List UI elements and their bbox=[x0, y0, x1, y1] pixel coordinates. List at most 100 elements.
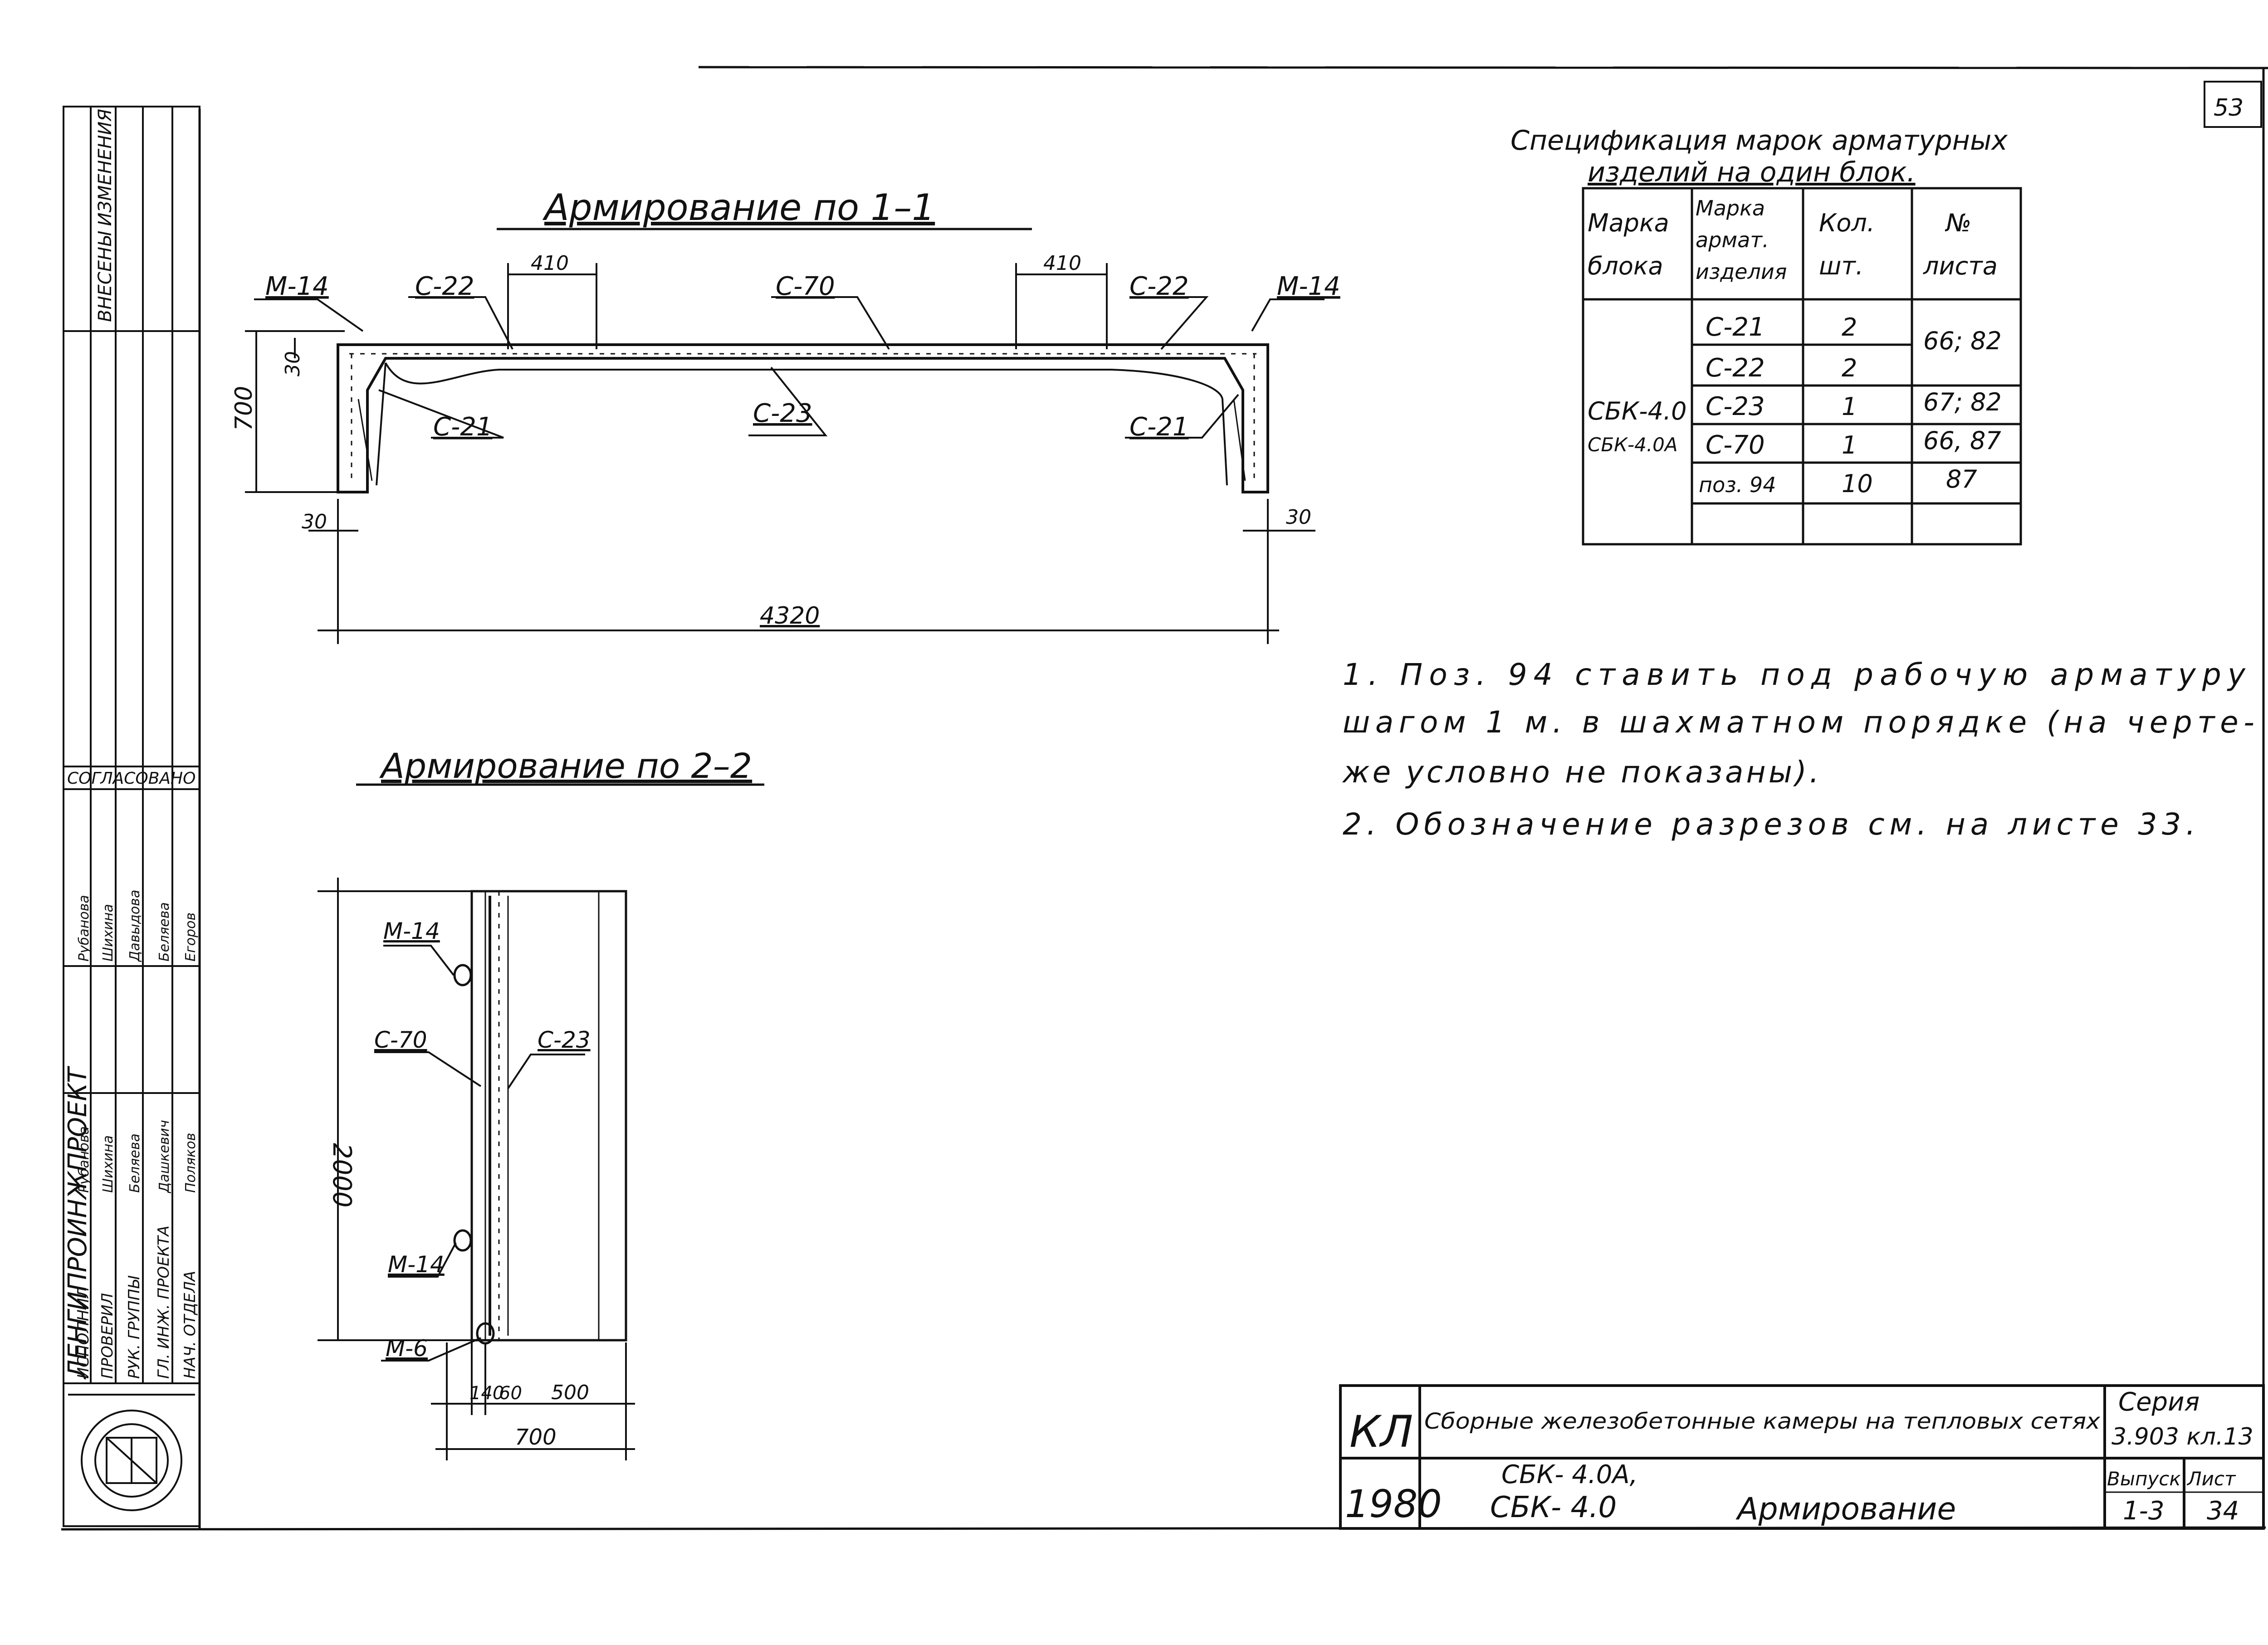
dim-700: 700 bbox=[230, 386, 258, 431]
stamp bbox=[1339, 1384, 2265, 1530]
spec-header-text: № bbox=[1945, 209, 1971, 237]
label-c22-left: С-22 bbox=[415, 272, 474, 301]
side-role: РУК. ГРУППЫ bbox=[125, 1275, 143, 1379]
dim-30-top: 30 bbox=[281, 351, 304, 376]
stamp-sheet-label: Лист bbox=[2186, 1468, 2236, 1490]
side-name: Беляева bbox=[127, 1133, 143, 1193]
dim-140: 140 bbox=[469, 1383, 504, 1404]
dim-30-bottom-right: 30 bbox=[1286, 506, 1311, 529]
spec-header-text: шт. bbox=[1819, 252, 1863, 280]
spec-row-item: С-21 bbox=[1706, 312, 1765, 342]
page-number: 53 bbox=[2214, 94, 2244, 122]
side-approve-names: Егоров Беляева Давыдова Шихина Рубанова bbox=[76, 890, 199, 962]
spec-title-1: Спецификация марок арматурных bbox=[1510, 125, 2008, 156]
label-c21-left: С-21 bbox=[433, 412, 493, 442]
dim-2000: 2000 bbox=[327, 1143, 357, 1208]
dim-500: 500 bbox=[551, 1381, 589, 1404]
note-line-4: 2. Обозначение разрезов см. на листе 33. bbox=[1343, 807, 2195, 842]
dim-410-right: 410 bbox=[1043, 252, 1081, 275]
side-approve-name: Беляева bbox=[156, 902, 172, 962]
label-c70-2: С-70 bbox=[374, 1027, 427, 1053]
spec-headers: МаркаблокаМаркаармат.изделияКол.шт.№лист… bbox=[1588, 196, 1998, 284]
stamp-sheet-title: Армирование bbox=[1735, 1491, 1956, 1527]
label-m6: М-6 bbox=[386, 1335, 428, 1362]
dim-700-2: 700 bbox=[515, 1425, 557, 1450]
spec-sheet-1: 66; 82 bbox=[1923, 327, 2002, 355]
side-title-block bbox=[63, 106, 200, 1527]
side-name: Поляков bbox=[183, 1133, 199, 1193]
spec-row-item: С-70 bbox=[1706, 430, 1765, 460]
stamp-series-label: Серия bbox=[2118, 1387, 2200, 1417]
spec-header-text: листа bbox=[1923, 252, 1998, 280]
spec-row-item: поз. 94 bbox=[1699, 473, 1776, 497]
drawing2-title: Армирование по 2–2 bbox=[379, 746, 752, 786]
side-name: Рубанова bbox=[76, 1126, 92, 1193]
spec-row-qty: 2 bbox=[1842, 313, 1857, 342]
spec-block-marks: СБК-4.0 СБК-4.0А bbox=[1588, 397, 1686, 456]
spec-sheet-2: 67; 82 bbox=[1923, 388, 2002, 416]
note-line-3: же условно не показаны). bbox=[1342, 755, 1819, 790]
drawing1-title: Армирование по 1–1 bbox=[542, 186, 935, 229]
drawing2-wall bbox=[453, 890, 627, 1345]
drawing2-labels: М-14 С-70 С-23 М-14 М-6 2000 140 60 500 … bbox=[327, 918, 591, 1450]
label-m14-left: М-14 bbox=[265, 272, 329, 301]
spec-header-text: армат. bbox=[1696, 228, 1769, 252]
side-approve-name: Егоров bbox=[183, 913, 199, 962]
spec-row-item: С-22 bbox=[1706, 353, 1765, 383]
spec-row-qty: 1 bbox=[1842, 392, 1857, 421]
stamp-marks-line2: СБК- 4.0 bbox=[1490, 1491, 1617, 1524]
spec-sheet-4: 87 bbox=[1946, 465, 1977, 493]
stamp-sheet-value: 34 bbox=[2207, 1496, 2239, 1526]
drawing1-labels: М-14 М-14 С-22 С-22 С-70 С-23 С-21 С-21 … bbox=[230, 252, 1340, 630]
spec-header-text: Марка bbox=[1696, 196, 1765, 220]
side-changes: ВНЕСЕНЫ ИЗМЕНЕНИЯ bbox=[95, 109, 116, 322]
spec-header-text: Марка bbox=[1588, 209, 1669, 237]
spec-sheet-3: 66, 87 bbox=[1923, 426, 2001, 455]
spec-block-mark-2: СБК-4.0А bbox=[1588, 434, 1678, 456]
stamp-marks-line1: СБК- 4.0А, bbox=[1501, 1460, 1637, 1489]
side-approve-name: Рубанова bbox=[76, 895, 92, 962]
side-names: Поляков Дашкевич Беляева Шихина Рубанова bbox=[76, 1120, 199, 1194]
label-c23: С-23 bbox=[753, 399, 812, 428]
stamp-description: Сборные железобетонные камеры на тепловы… bbox=[1424, 1409, 2101, 1434]
spec-table bbox=[1582, 187, 2022, 546]
drawing1-beam bbox=[337, 343, 1269, 493]
stamp-series-value: 3.903 кл.13 bbox=[2112, 1423, 2253, 1450]
spec-row-qty: 2 bbox=[1842, 354, 1857, 382]
stamp-year: 1980 bbox=[1345, 1482, 1442, 1526]
side-role: ГЛ. ИНЖ. ПРОЕКТА bbox=[155, 1225, 173, 1379]
spec-title-2: изделий на один блок. bbox=[1588, 156, 1916, 188]
label-m14-bottom: М-14 bbox=[388, 1251, 445, 1278]
label-m14-top: М-14 bbox=[383, 918, 440, 944]
label-c21-right: С-21 bbox=[1129, 412, 1189, 442]
side-approved: СОГЛАСОВАНО bbox=[67, 769, 196, 788]
side-org-name: ЛЕНГИПРОИНЖПРОЕКТ bbox=[63, 1066, 93, 1380]
stamp-issue-label: Выпуск bbox=[2107, 1468, 2181, 1490]
side-approve-name: Давыдова bbox=[127, 890, 143, 962]
stamp-code: КЛ bbox=[1349, 1406, 1413, 1457]
label-c70: С-70 bbox=[776, 272, 835, 301]
spec-sheets: 66; 82 67; 82 66, 87 87 bbox=[1923, 327, 2002, 493]
side-role: ИСПОЛНИЛ bbox=[74, 1286, 93, 1379]
drawing1-leaders bbox=[245, 263, 1325, 644]
dim-60: 60 bbox=[499, 1383, 522, 1404]
spec-row-item: С-23 bbox=[1706, 392, 1765, 421]
dim-30-bottom-left: 30 bbox=[302, 510, 327, 533]
label-c23-2: С-23 bbox=[538, 1027, 591, 1053]
side-name: Шихина bbox=[100, 1135, 116, 1193]
spec-header-text: изделия bbox=[1696, 259, 1787, 284]
spec-header-text: блока bbox=[1588, 252, 1663, 280]
side-approve-name: Шихина bbox=[100, 904, 116, 962]
spec-row-qty: 1 bbox=[1842, 431, 1857, 459]
side-name: Дашкевич bbox=[156, 1120, 172, 1194]
side-role: ПРОВЕРИЛ bbox=[98, 1293, 117, 1379]
spec-block-mark-1: СБК-4.0 bbox=[1588, 397, 1686, 425]
label-m14-right: М-14 bbox=[1277, 272, 1340, 301]
dim-410-left: 410 bbox=[531, 252, 569, 275]
drawing2-leaders bbox=[318, 878, 635, 1460]
label-c22-right: С-22 bbox=[1129, 272, 1189, 301]
dim-4320: 4320 bbox=[760, 602, 820, 630]
spec-row-qty: 10 bbox=[1842, 469, 1873, 498]
